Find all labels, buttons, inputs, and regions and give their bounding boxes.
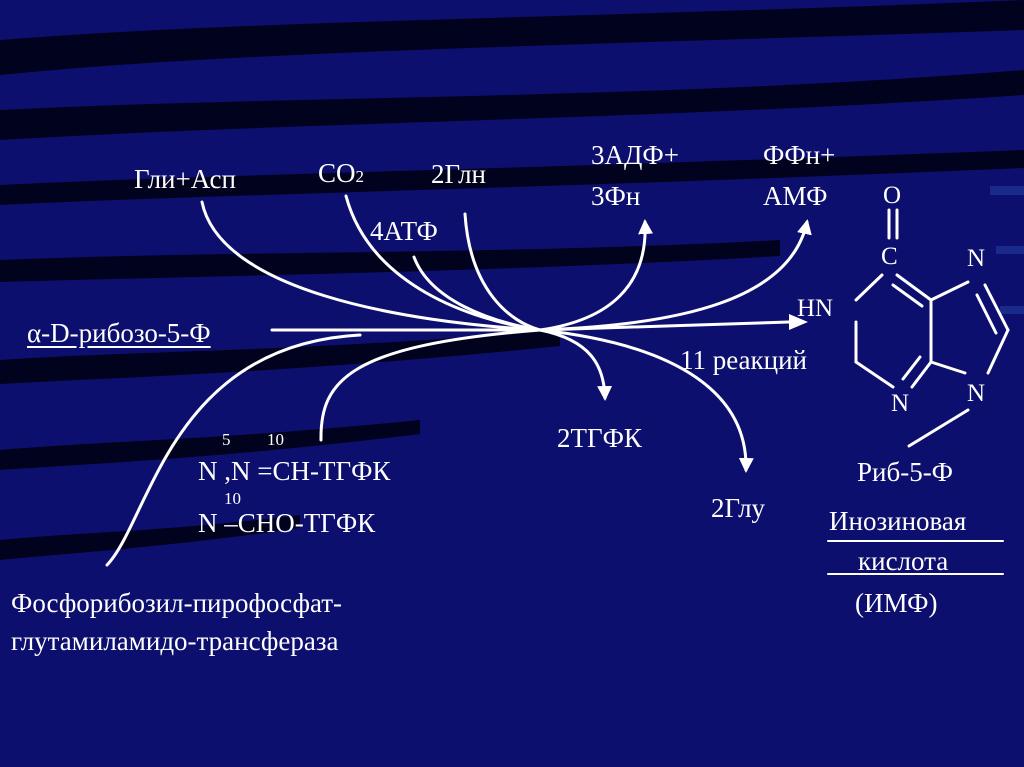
ring-bond-n-ch [983, 283, 1010, 332]
adp-label-line2: 3Фн [591, 181, 641, 211]
enzyme-curve [105, 333, 362, 567]
ppn-label-line1: ФФн+ [763, 140, 836, 170]
adp-label-line1: 3АДФ+ [591, 140, 679, 170]
ring-bond-c-hn [854, 273, 884, 302]
gly-asp-input-curve [200, 200, 542, 332]
methenyl-thfk-label: N ,N =CH-ТГФК [198, 456, 391, 486]
enzyme-label-line2: глутамиламидо-трансфераза [11, 626, 339, 656]
ring-bond-top-junction-c-inner [891, 283, 924, 308]
atp-input-curve [412, 255, 542, 332]
ring-bond-n-bottom-junction-inner [901, 355, 922, 381]
atom-hn: HN [797, 295, 834, 322]
thfk2-label: 2ТГФК [557, 423, 642, 453]
reactions-count-label: 11 реакций [680, 345, 808, 375]
ring-bond-top-junction-c [895, 273, 933, 302]
imf-abbreviation: (ИМФ) [855, 588, 938, 618]
atp4-label: 4АТФ [370, 216, 438, 246]
ring-bond-ch-n [986, 328, 1010, 375]
atom-n-bottom-left: N [891, 390, 910, 417]
gln-input-curve [463, 212, 542, 332]
atom-n-bottom-right: N [967, 380, 986, 407]
ring-bond-n-bottom-junction-5 [929, 360, 967, 375]
ppn-amp-output-arrow [538, 219, 812, 332]
ppn-label-line2: АМФ [763, 181, 828, 211]
ring-bond-bottom-n [854, 360, 895, 389]
co2-subscript: 2 [355, 167, 365, 186]
imf-name-line1: Инозиновая [829, 506, 967, 536]
ring-bond-n-bottom-junction [910, 360, 933, 389]
imf-name-line2: кислота [858, 546, 949, 576]
ribose-bond [907, 408, 970, 448]
substrate-label: α-D-рибозо-5-Ф [27, 318, 211, 348]
adp-output-arrow [538, 219, 654, 332]
ring-bond-top-junction-n [929, 280, 970, 302]
thfk-output-arrow [538, 328, 613, 401]
co2-label: CO2 [318, 160, 364, 187]
inosinic-acid-structure [854, 208, 1010, 448]
co2-main: CO [318, 158, 356, 188]
thfk-sup-10a: 10 [267, 430, 284, 449]
gln2-label: 2Глн [431, 159, 487, 189]
thfk-sup-10b: 10 [224, 489, 241, 508]
glu2-label: 2Глу [711, 493, 766, 523]
atom-c: C [881, 243, 898, 270]
formyl-thfk-label: N –CHO-ТГФК [198, 508, 376, 538]
gly-asp-label: Гли+Асп [134, 164, 236, 194]
atom-n-top-right: N [967, 245, 986, 272]
ribose-phosphate-label: Риб-5-Ф [857, 457, 954, 487]
main-flow-arrowhead [789, 314, 808, 330]
thfk-sup-5: 5 [222, 430, 231, 449]
glu-output-arrow [538, 328, 754, 473]
formyl-thfk-input-curve [319, 328, 542, 442]
ring-bond-n-ch-inner [975, 293, 998, 335]
atom-o: O [883, 182, 902, 209]
enzyme-label-line1: Фосфорибозил-пирофосфат- [11, 588, 343, 618]
